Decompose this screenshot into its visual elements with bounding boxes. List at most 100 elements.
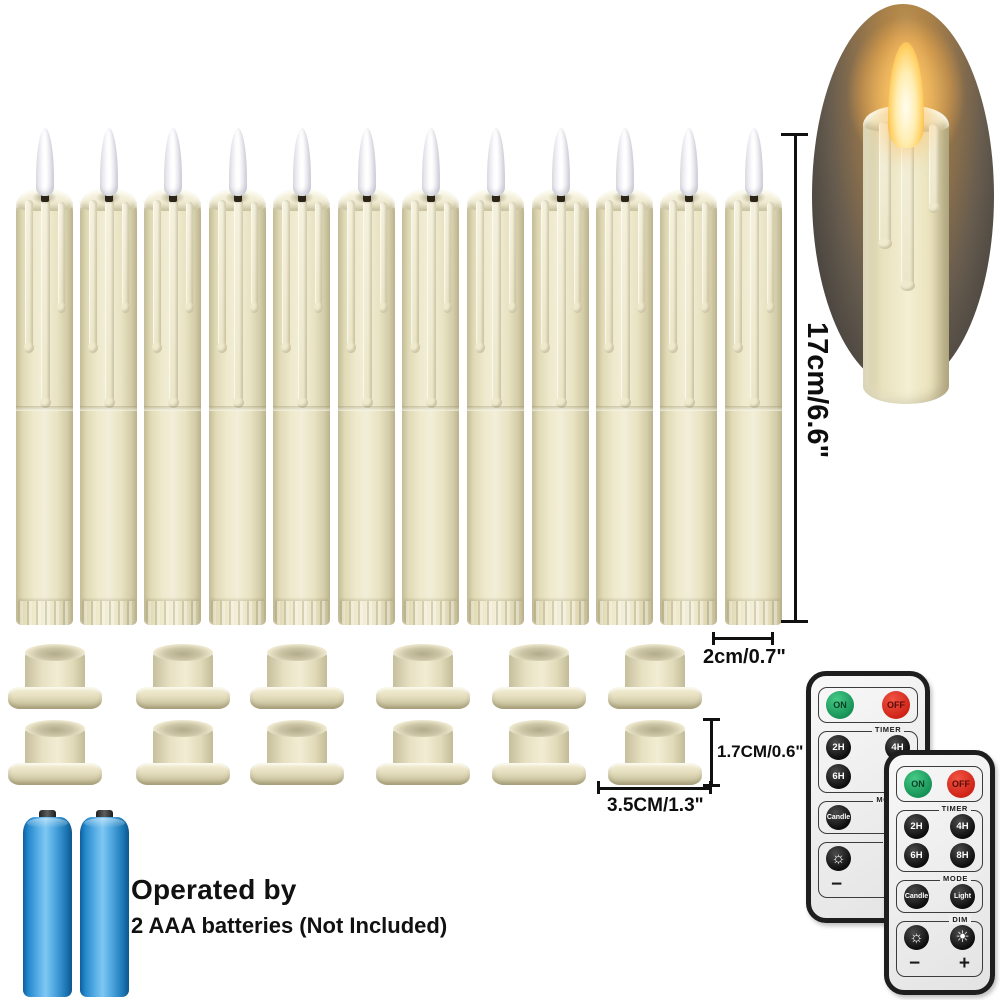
dim-minus: − [909, 953, 921, 974]
led-flame-tip [744, 128, 763, 196]
wax-drip [362, 197, 373, 408]
candle-holder [492, 644, 586, 709]
candle-body [725, 189, 782, 625]
wax-drip [620, 197, 631, 408]
holder-diameter-dimension-line [598, 787, 712, 790]
wax-drip [684, 197, 695, 408]
timer-2h-button: 2H [826, 735, 851, 760]
on-button: ON [904, 770, 932, 798]
candle-body [209, 189, 266, 625]
timer-label: TIMER [938, 804, 971, 813]
led-flame-tip [357, 128, 376, 196]
battery-note-line1: Operated by [131, 874, 297, 905]
mode-label: MODE [940, 874, 971, 883]
timer-6h-button: 6H [904, 843, 929, 868]
candle-holder [250, 720, 344, 785]
height-dimension-cap-bottom [781, 620, 808, 623]
candle-base-ribs [534, 601, 587, 625]
candle-body [144, 189, 201, 625]
wax-ridge [273, 406, 330, 411]
holder-height-label: 1.7CM/0.6" [717, 742, 804, 761]
wax-drip [701, 202, 710, 313]
candle-base-ribs [340, 601, 393, 625]
led-taper-candle [209, 128, 266, 625]
holder-flange [492, 763, 586, 785]
wax-drip [314, 202, 323, 313]
candle-base-ribs [211, 601, 264, 625]
candle-holder [376, 720, 470, 785]
wax-drip [604, 200, 614, 353]
holder-row-1 [0, 644, 720, 709]
height-dimension-cap-top [781, 133, 808, 136]
holder-diameter-cap-right [709, 781, 712, 794]
candle-holder [492, 720, 586, 785]
led-taper-candle [725, 128, 782, 625]
led-flame-tip [99, 128, 118, 196]
wax-drip [766, 202, 775, 313]
remote-control-2: ON OFF TIMER 2H 4H 6H 8H MODE Candle Lig… [884, 750, 995, 995]
candle-holder [136, 644, 230, 709]
wax-drip [24, 200, 34, 353]
wax-ridge [725, 406, 782, 411]
holder-row-2 [0, 720, 720, 785]
wax-ridge [80, 406, 137, 411]
holder-flange [136, 687, 230, 709]
dim-plus: + [958, 953, 970, 974]
wax-drip [475, 200, 485, 353]
candle-base-ribs [662, 601, 715, 625]
candle-body [402, 189, 459, 625]
candle-base-ribs [469, 601, 522, 625]
candle-body [596, 189, 653, 625]
candle-mode-button: Candle [904, 884, 929, 909]
wax-drip [233, 197, 244, 408]
holder-height-cap-top [703, 718, 720, 721]
holder-diameter-cap-left [597, 781, 600, 794]
led-taper-candle [532, 128, 589, 625]
battery-note-line2: 2 AAA batteries (Not Included) [131, 913, 448, 938]
candle-body [467, 189, 524, 625]
candle-holder [8, 720, 102, 785]
dim-panel: DIM ☼ ☀ − + [896, 915, 983, 977]
timer-4h-button: 4H [950, 814, 975, 839]
wax-drip [900, 118, 915, 291]
dim-label: DIM [949, 915, 971, 924]
candle-base-ribs [275, 601, 328, 625]
dim-minus: − [831, 874, 843, 895]
timer-label: TIMER [871, 725, 905, 734]
holder-flange [250, 763, 344, 785]
wax-drip [346, 200, 356, 353]
wax-drip [121, 202, 130, 313]
holder-flange [8, 687, 102, 709]
wax-drip [540, 200, 550, 353]
led-flame-tip [163, 128, 182, 196]
candle-base-ribs [18, 601, 71, 625]
wax-drip [508, 202, 517, 313]
wax-drip [749, 197, 760, 408]
wax-ridge [660, 406, 717, 411]
holder-flange [136, 763, 230, 785]
timer-8h-button: 8H [950, 843, 975, 868]
power-panel: ON OFF [896, 766, 983, 802]
diameter-dimension-cap-right [771, 632, 774, 645]
candle-body [532, 189, 589, 625]
candle-holder [250, 644, 344, 709]
candle-base-ribs [146, 601, 199, 625]
led-flame-tip [615, 128, 634, 196]
candle-holder [8, 644, 102, 709]
wax-drip [217, 200, 227, 353]
holder-flange [376, 687, 470, 709]
candle-diameter-label: 2cm/0.7" [703, 646, 786, 668]
wax-ridge [144, 406, 201, 411]
candle-body [80, 189, 137, 625]
wax-drip [556, 197, 567, 408]
led-flame-tip [421, 128, 440, 196]
holder-flange [608, 763, 702, 785]
led-flame-tip [551, 128, 570, 196]
holder-height-dimension-line [710, 719, 713, 787]
wax-ridge [467, 406, 524, 411]
wax-drip [637, 202, 646, 313]
wax-drip [88, 200, 98, 353]
led-taper-candle [80, 128, 137, 625]
holder-flange [608, 687, 702, 709]
candle-body [338, 189, 395, 625]
